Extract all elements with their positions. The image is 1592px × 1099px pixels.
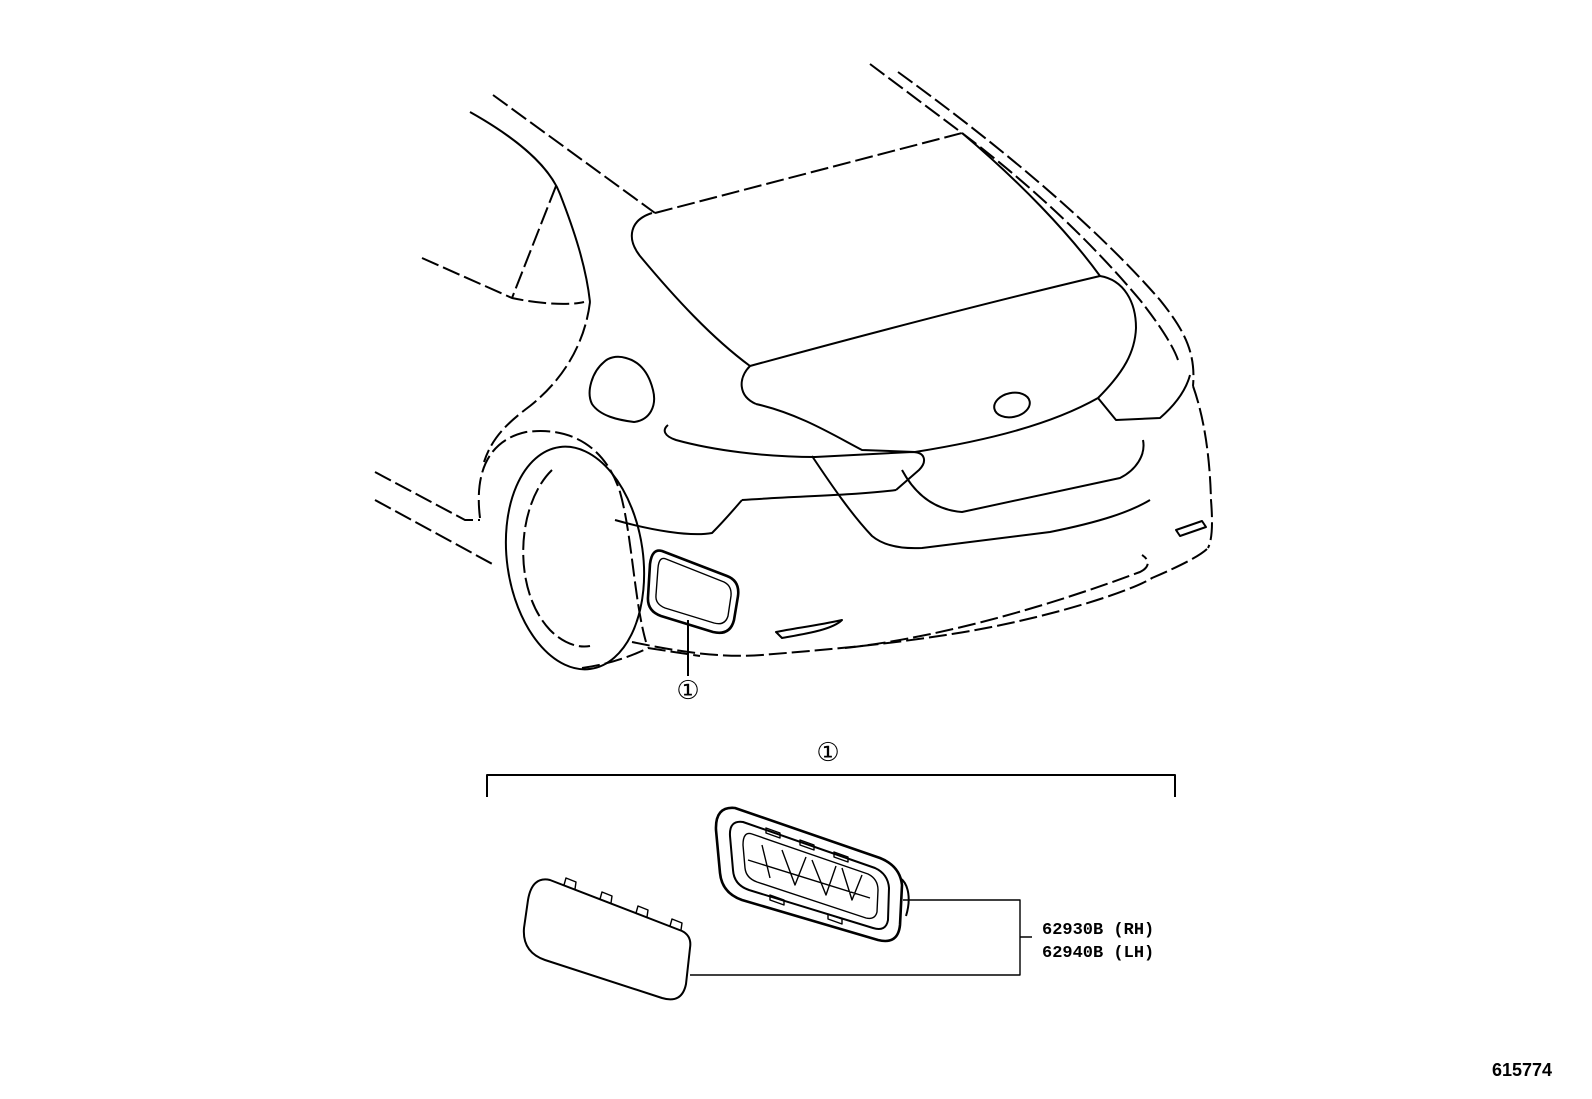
part-number-rh[interactable]: 62930B (RH)	[1042, 921, 1154, 940]
bumper-crease	[844, 554, 1149, 649]
trunk-right-edge	[1097, 275, 1137, 399]
roof-edge-right	[869, 63, 1179, 361]
vehicle-rear-view: ①	[374, 63, 1213, 706]
rear-wheel-tire	[504, 445, 646, 671]
rocker-rear	[581, 647, 701, 669]
rear-wheel-sidewall	[522, 469, 591, 648]
bumper-lower-edge	[631, 547, 1209, 657]
cover-body	[522, 878, 692, 1001]
reflector-flange	[899, 877, 910, 917]
part-leader-lines	[690, 899, 1032, 976]
trunk-bottom-edge	[755, 397, 1099, 453]
assembly-bracket	[486, 774, 1176, 797]
exploded-view: ① 62930B (RH) 62940B (LH)	[486, 738, 1176, 1001]
rear-glass-right	[961, 132, 1101, 277]
side-window-bottom	[421, 257, 585, 305]
taillight-left	[663, 424, 925, 491]
roof-edge-right-outer	[897, 71, 1195, 387]
rear-glass-top	[654, 132, 963, 214]
trunk-left-edge	[740, 365, 757, 405]
installed-side-reflector	[646, 549, 740, 635]
part-number-lh[interactable]: 62940B (LH)	[1042, 944, 1154, 963]
taillight-right	[1097, 374, 1191, 421]
reflector-housing-outer	[714, 806, 904, 943]
rear-diffuser	[775, 619, 843, 639]
illustration-id: 615774	[1492, 1060, 1552, 1080]
roof-edge-left	[492, 94, 656, 214]
c-pillar-window-edge	[511, 185, 557, 299]
reflector-cover-part[interactable]	[522, 877, 692, 1001]
rear-glass-left	[631, 212, 751, 367]
rear-reflector-right	[1175, 520, 1207, 537]
callout-main-view[interactable]: ①	[676, 676, 699, 706]
license-plate-recess	[901, 439, 1145, 513]
bumper-top	[811, 455, 1151, 550]
c-pillar	[469, 111, 591, 303]
body-right-side	[1192, 385, 1213, 549]
reflector-housing-rim	[728, 820, 890, 930]
installed-reflector-inner	[655, 557, 732, 625]
installed-reflector-outer	[646, 549, 740, 635]
cover-tabs	[563, 877, 683, 931]
side-line-upper	[374, 471, 480, 521]
fuel-door	[588, 355, 655, 423]
callout-exploded-view[interactable]: ①	[816, 738, 839, 768]
emblem-icon	[993, 391, 1031, 419]
side-reflector-part[interactable]	[714, 806, 910, 943]
side-line-lower	[374, 499, 497, 567]
reflector-lens	[742, 832, 879, 920]
quarter-panel	[483, 301, 591, 463]
wheel-arch	[477, 430, 647, 643]
reflector-clips	[765, 827, 849, 925]
taillight-left-bottom	[741, 489, 897, 501]
quarter-panel-lower	[614, 499, 743, 536]
reflector-ribs	[747, 844, 871, 901]
trunk-top-edge	[749, 275, 1101, 367]
